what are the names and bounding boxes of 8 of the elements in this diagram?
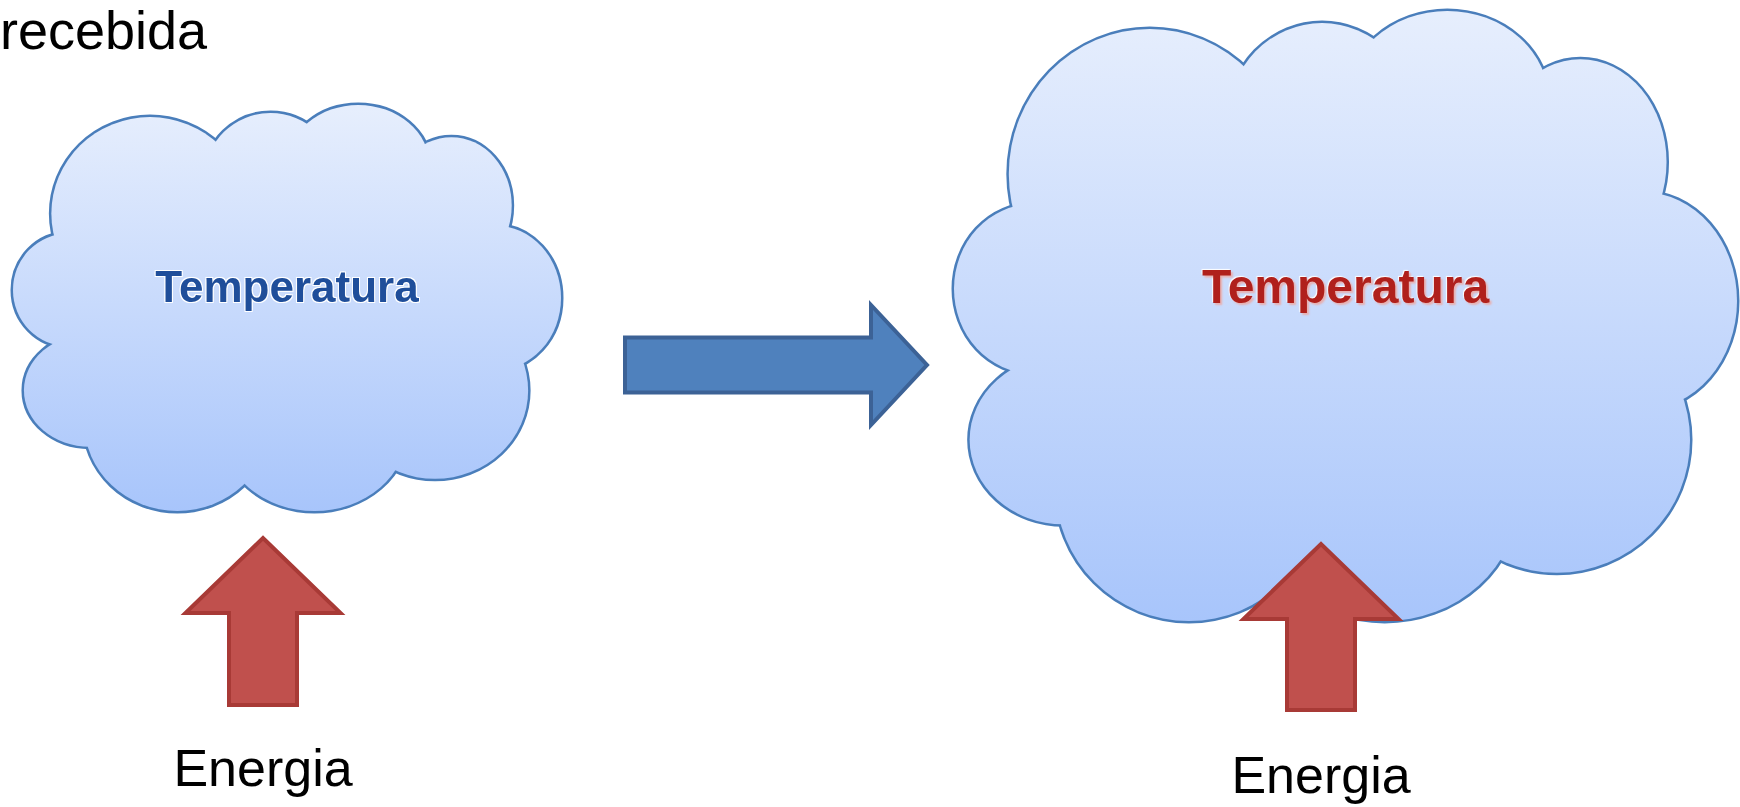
cloud-title: Temperatura (154, 261, 420, 312)
cloud-title: Temperatura (1200, 258, 1491, 314)
block-arrow (1238, 541, 1404, 712)
energy-label: Energia (172, 738, 354, 798)
block-arrow (180, 535, 346, 707)
energy-label: Energia (1230, 745, 1412, 805)
heading-fragment: recebida (0, 0, 208, 60)
block-arrow (623, 299, 930, 431)
